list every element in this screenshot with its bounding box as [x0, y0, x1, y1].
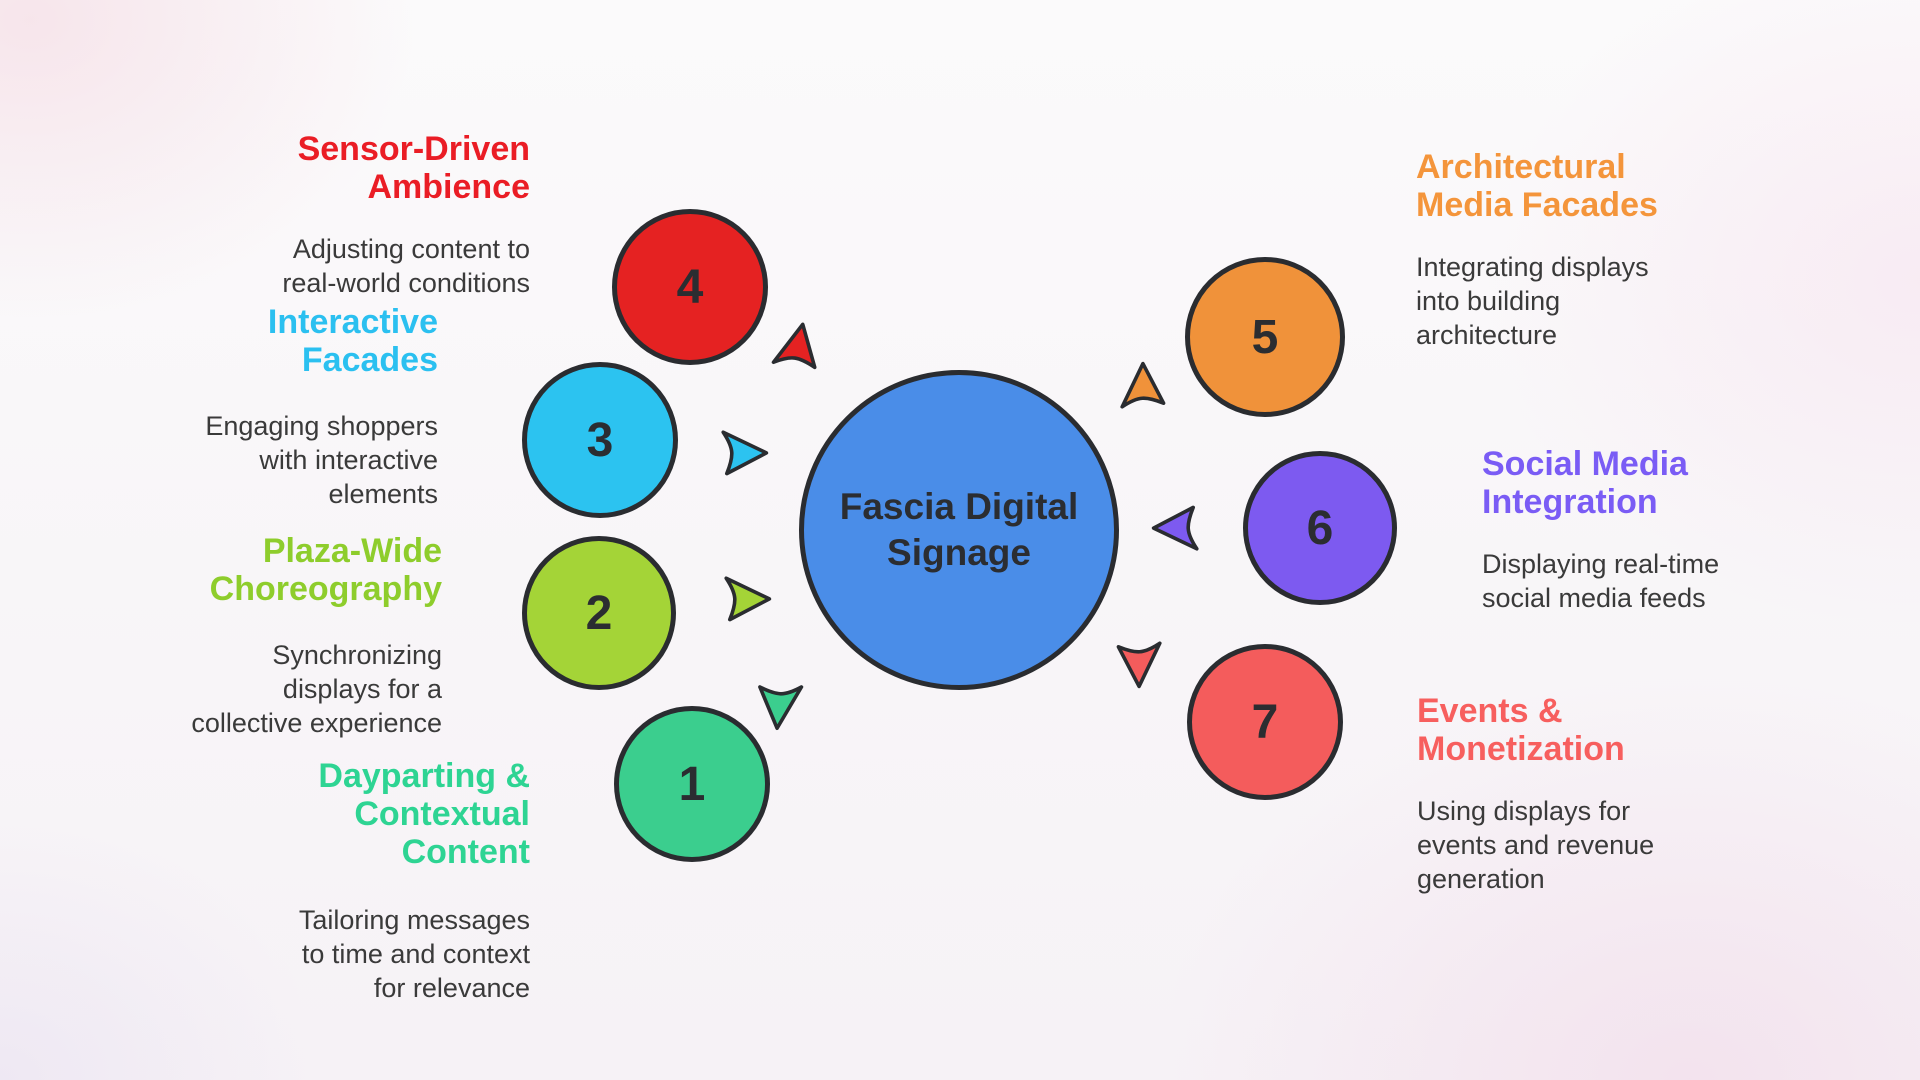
section-interactive-facades: Interactive Facades Engaging shoppers wi…	[205, 303, 438, 511]
node-number: 2	[585, 586, 613, 640]
section-description: Displaying real-time social media feeds	[1482, 549, 1720, 613]
section-description: Integrating displays into building archi…	[1416, 252, 1649, 350]
section-title: Interactive Facades	[267, 303, 438, 379]
section-title: Dayparting & Contextual Content	[318, 757, 530, 871]
section-social-media-integration: Social Media Integration Displaying real…	[1482, 445, 1719, 615]
node-number: 1	[678, 757, 706, 811]
node-circle-5: 5	[1185, 257, 1345, 417]
section-title: Events & Monetization	[1417, 692, 1625, 768]
node-circle-6: 6	[1243, 451, 1397, 605]
section-plaza-wide-choreography: Plaza-Wide Choreography Synchronizing di…	[191, 532, 442, 740]
node-number: 6	[1306, 501, 1334, 555]
section-description: Adjusting content to real-world conditio…	[282, 234, 530, 298]
section-description: Engaging shoppers with interactive eleme…	[205, 411, 438, 509]
node-number: 3	[586, 413, 614, 467]
arrow-node-5-icon	[1115, 360, 1169, 414]
node-circle-3: 3	[522, 362, 678, 518]
node-circle-7: 7	[1187, 644, 1343, 800]
node-circle-2: 2	[522, 536, 676, 690]
section-dayparting-contextual-content: Dayparting & Contextual Content Tailorin…	[299, 757, 530, 1005]
node-circle-4: 4	[612, 209, 768, 365]
section-description: Using displays for events and revenue ge…	[1417, 796, 1655, 894]
section-events-monetization: Events & Monetization Using displays for…	[1417, 692, 1654, 896]
arrow-node-2-icon	[719, 571, 773, 625]
section-title: Architectural Media Facades	[1416, 148, 1658, 224]
node-number: 4	[676, 260, 704, 314]
arrow-node-3-icon	[716, 425, 770, 479]
section-title: Sensor-Driven Ambience	[297, 130, 530, 206]
section-description: Synchronizing displays for a collective …	[191, 640, 442, 738]
section-architectural-media-facades: Architectural Media Facades Integrating …	[1416, 148, 1658, 352]
node-circle-1: 1	[614, 706, 770, 862]
node-number: 5	[1251, 310, 1279, 364]
section-description: Tailoring messages to time and context f…	[298, 905, 530, 1003]
arrow-node-4-icon	[765, 315, 829, 379]
section-title: Social Media Integration	[1482, 445, 1688, 521]
arrow-node-7-icon	[1113, 636, 1167, 690]
arrow-node-1-icon	[751, 676, 810, 735]
section-title: Plaza-Wide Choreography	[209, 532, 442, 608]
center-node: Fascia Digital Signage	[799, 370, 1119, 690]
arrow-node-6-icon	[1150, 502, 1204, 556]
center-node-title: Fascia Digital Signage	[839, 486, 1079, 573]
node-number: 7	[1251, 695, 1279, 749]
section-sensor-driven-ambience: Sensor-Driven Ambience Adjusting content…	[282, 130, 530, 300]
